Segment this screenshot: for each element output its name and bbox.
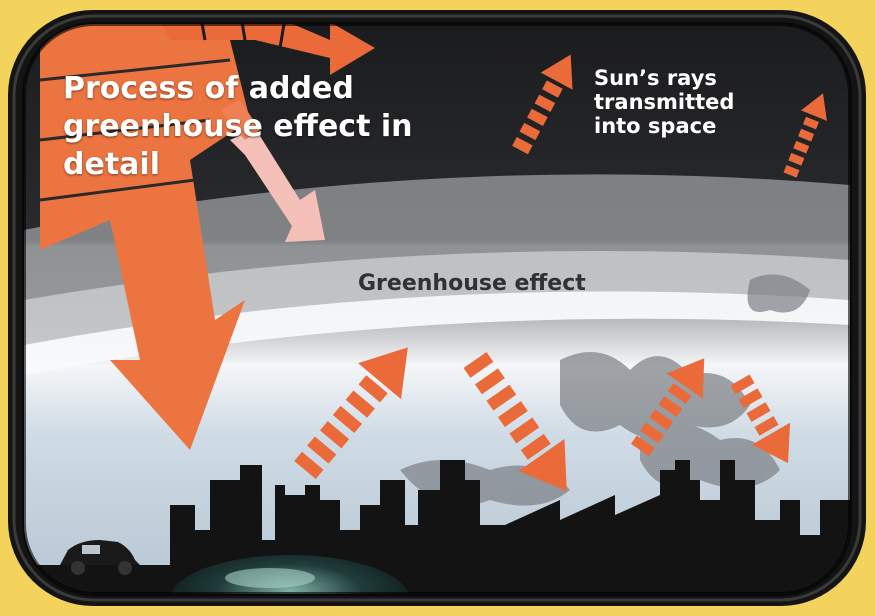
sun-label-line: Sun’s rays — [594, 66, 717, 90]
sun-label-line: transmitted — [594, 90, 735, 114]
incoming-solar-arrow — [39, 24, 250, 450]
atmosphere-band — [24, 174, 850, 300]
trapped-heat-arrows — [294, 347, 791, 492]
car — [60, 540, 140, 575]
title-line: greenhouse effect in — [63, 109, 413, 144]
title-line: Process of added — [63, 71, 354, 106]
sun-rays-label: Sun’s rays transmitted into space — [594, 66, 734, 138]
diagram-title: Process of added greenhouse effect in de… — [63, 70, 413, 184]
reflected-arrow — [220, 100, 325, 242]
greenhouse-effect-label: Greenhouse effect — [358, 271, 586, 296]
title-line: detail — [63, 147, 160, 182]
sun-label-line: into space — [594, 114, 717, 138]
escaping-arrows — [512, 54, 827, 178]
